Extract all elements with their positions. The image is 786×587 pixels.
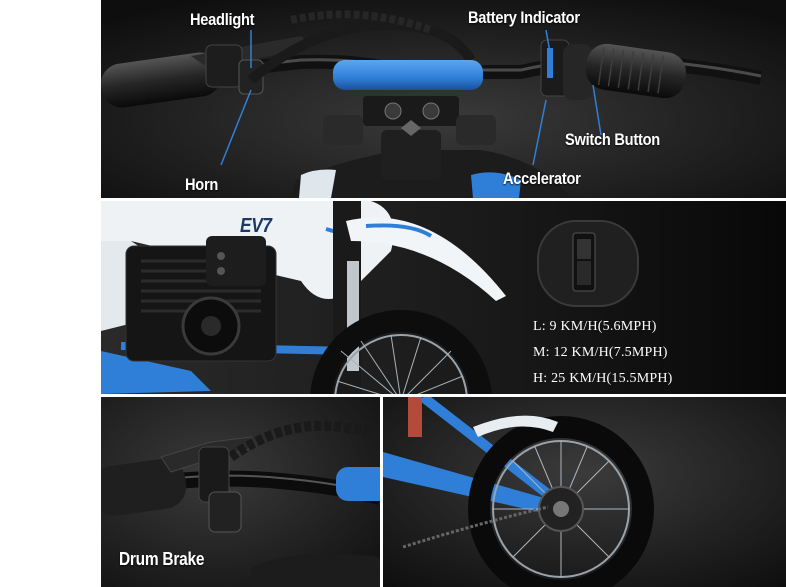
rear-wheel-illustration xyxy=(383,397,786,587)
body-panel: EV7 L: 9 KM/H(5.6MPH) M: 12 KM/H(7.5MPH)… xyxy=(101,201,786,394)
handlebar-panel: Headlight Battery Indicator Switch Butto… xyxy=(101,0,786,198)
speed-high: H: 25 KM/H(15.5MPH) xyxy=(533,371,673,386)
speed-medium: M: 12 KM/H(7.5MPH) xyxy=(533,345,668,360)
speed-low: L: 9 KM/H(5.6MPH) xyxy=(533,319,657,334)
horn-label: Horn xyxy=(185,175,219,194)
model-badge: EV7 xyxy=(240,215,272,237)
brake-lever-illustration xyxy=(101,397,380,587)
bike-body-illustration xyxy=(101,201,786,394)
headlight-label: Headlight xyxy=(190,10,255,29)
switch-button-label: Switch Button xyxy=(565,130,660,149)
drum-brake-label: Drum Brake xyxy=(119,549,205,569)
accelerator-label: Accelerator xyxy=(503,169,581,188)
handlebar-illustration xyxy=(101,0,786,198)
rear-wheel-panel xyxy=(383,397,786,587)
battery-indicator-label: Battery Indicator xyxy=(468,8,580,27)
brake-panel: Drum Brake xyxy=(101,397,380,587)
